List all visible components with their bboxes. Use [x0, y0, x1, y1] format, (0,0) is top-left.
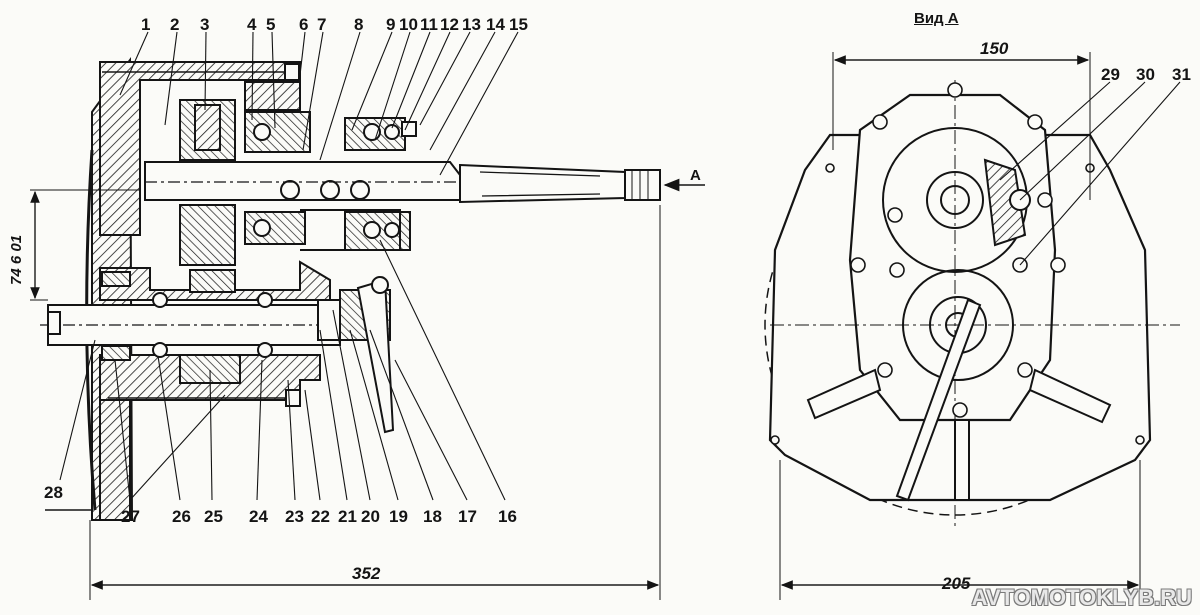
part-number-16: 16	[498, 507, 517, 526]
watermark: AVTOMOTOKLYB.RU	[971, 585, 1192, 610]
housing-top-cover	[244, 81, 301, 111]
part-number-21: 21	[338, 507, 357, 526]
input-square-end	[47, 311, 61, 335]
part-number-9: 9	[386, 15, 396, 34]
part-number-23: 23	[285, 507, 304, 526]
dimension-overall-length: 352	[352, 564, 381, 583]
end-view-title: Вид А	[914, 10, 959, 27]
housing-body	[99, 61, 301, 236]
part-number-11: 11	[420, 15, 438, 34]
lower-housing	[99, 260, 331, 301]
part-number-19: 19	[389, 507, 408, 526]
part-number-30: 30	[1136, 65, 1155, 84]
part-number-4: 4	[247, 15, 257, 34]
part-number-5: 5	[266, 15, 276, 34]
part-number-20: 20	[361, 507, 380, 526]
part-number-27: 27	[121, 507, 140, 526]
part-number-17: 17	[458, 507, 477, 526]
part-number-6: 6	[299, 15, 309, 34]
upper-gear-lower	[179, 204, 236, 266]
part-number-31: 31	[1172, 65, 1191, 84]
part-number-14: 14	[486, 15, 505, 34]
part-number-22: 22	[311, 507, 330, 526]
dimension-top-width: 150	[980, 39, 1009, 58]
part-number-13: 13	[462, 15, 481, 34]
part-number-25: 25	[204, 507, 223, 526]
part-number-1: 1	[141, 15, 151, 34]
end-view	[764, 52, 1181, 600]
part-number-28: 28	[44, 483, 63, 502]
part-number-3: 3	[200, 15, 210, 34]
leg-left	[806, 368, 882, 420]
part-number-18: 18	[423, 507, 442, 526]
part-number-12: 12	[440, 15, 459, 34]
part-number-15: 15	[509, 15, 528, 34]
dimension-bottom-width: 205	[942, 574, 971, 593]
section-view	[30, 31, 705, 600]
part-number-8: 8	[354, 15, 364, 34]
part-number-24: 24	[249, 507, 268, 526]
dimension-shaft-distance: 74 6 01	[8, 234, 25, 285]
part-number-26: 26	[172, 507, 191, 526]
part-number-10: 10	[399, 15, 418, 34]
part-number-29: 29	[1101, 65, 1120, 84]
part-number-2: 2	[170, 15, 180, 34]
leg-right	[1028, 368, 1112, 424]
leg-bottom	[954, 419, 970, 501]
output-spline	[624, 169, 661, 201]
upper-shaft	[144, 161, 461, 201]
part-number-7: 7	[317, 15, 327, 34]
upper-key-section	[983, 158, 1027, 247]
view-arrow-label: A	[690, 167, 701, 184]
lever-handle	[895, 298, 982, 502]
